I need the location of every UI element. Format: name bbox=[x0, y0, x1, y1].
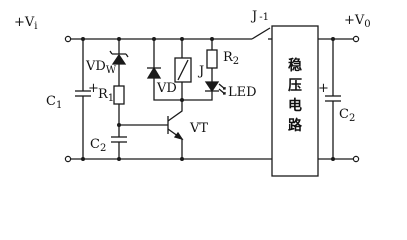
resistor-r1 bbox=[113, 85, 125, 125]
capacitor-c1 bbox=[75, 39, 91, 159]
junction-dot bbox=[117, 157, 121, 161]
c1-label: C1 bbox=[46, 94, 62, 111]
input-ground-terminal bbox=[64, 155, 72, 163]
led-indicator bbox=[182, 81, 226, 101]
resistor-r2 bbox=[206, 39, 218, 82]
circuit-diagram: +Vi +V0 + C1 VDW R1 C2 bbox=[14, 9, 371, 177]
regulator-char-3: 电 bbox=[288, 97, 302, 114]
led-label: LED bbox=[228, 85, 257, 100]
junction-dot bbox=[210, 37, 214, 41]
junction-dot bbox=[180, 157, 184, 161]
capacitor-output-c2 bbox=[325, 39, 341, 159]
capacitor-c2 bbox=[111, 125, 127, 159]
relay-contact-j1 bbox=[251, 27, 272, 40]
junction-dot bbox=[331, 157, 335, 161]
cout-label: C2 bbox=[339, 107, 355, 124]
schematic: +Vi +V0 + C1 VDW R1 C2 bbox=[14, 9, 371, 177]
junction-dot bbox=[331, 37, 335, 41]
input-positive-terminal bbox=[64, 35, 72, 43]
regulator-char-4: 路 bbox=[288, 117, 303, 134]
c1-plus-sign: + bbox=[88, 81, 99, 96]
cout-plus-sign: + bbox=[318, 81, 329, 96]
input-voltage-label: +Vi bbox=[14, 15, 37, 32]
junction-dot bbox=[180, 37, 184, 41]
junction-dot bbox=[117, 37, 121, 41]
zener-diode-vdw bbox=[109, 39, 129, 86]
vd-label: VD bbox=[156, 81, 177, 96]
junction-dot bbox=[152, 37, 156, 41]
c2-label: C2 bbox=[90, 137, 106, 154]
r2-label: R2 bbox=[223, 50, 239, 67]
diode-vd bbox=[146, 39, 182, 101]
regulator-char-1: 稳 bbox=[288, 57, 302, 74]
junction-dot bbox=[81, 157, 85, 161]
output-ground-terminal bbox=[352, 155, 360, 163]
transistor-vt bbox=[167, 100, 184, 159]
vt-label: VT bbox=[189, 121, 208, 136]
vdw-label: VDW bbox=[85, 59, 117, 76]
output-voltage-label: +V0 bbox=[344, 13, 371, 30]
r1-label: R1 bbox=[98, 87, 114, 104]
relay-coil-j bbox=[174, 39, 192, 100]
relay-label: J bbox=[197, 64, 204, 79]
junction-dot bbox=[81, 37, 85, 41]
output-positive-terminal bbox=[352, 35, 360, 43]
regulator-char-2: 压 bbox=[288, 78, 302, 94]
switch-label: J-1 bbox=[250, 9, 269, 24]
regulator-block bbox=[271, 25, 319, 177]
